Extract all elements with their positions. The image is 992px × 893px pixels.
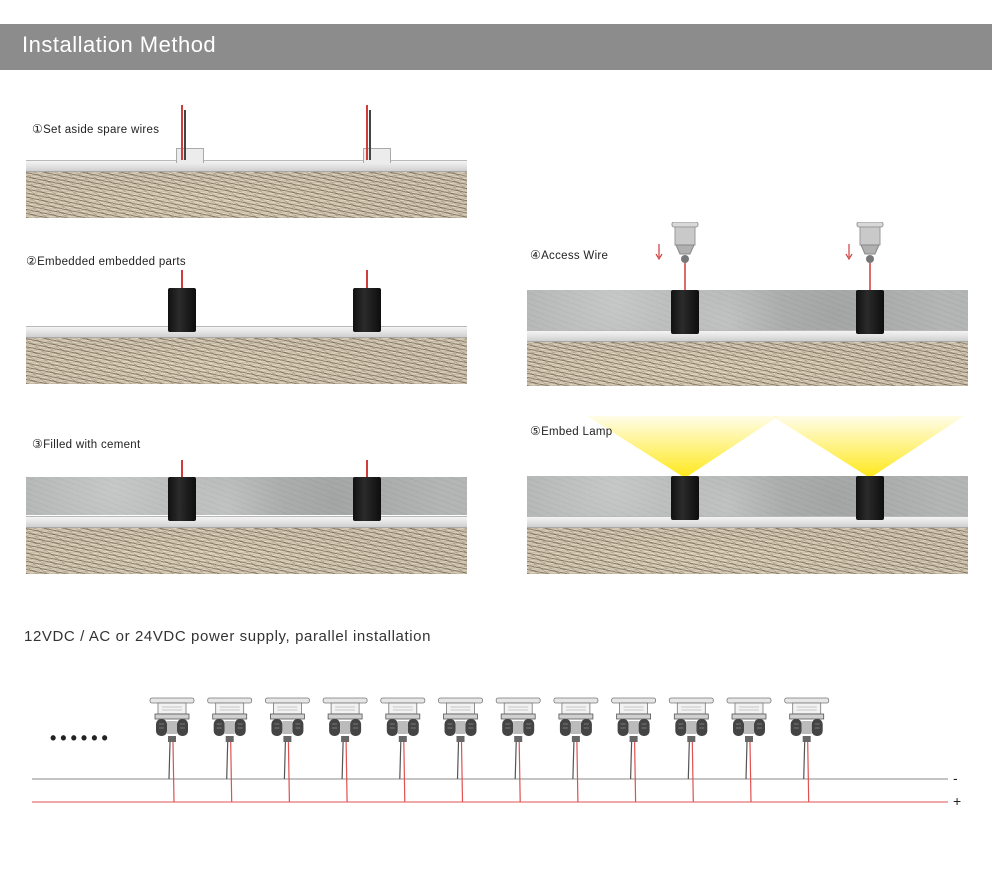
- wired-lamp-icon: [495, 697, 541, 803]
- wiring-subtitle: 12VDC / AC or 24VDC power supply, parall…: [24, 628, 432, 645]
- lamp-2-icon: [856, 222, 884, 290]
- step-2-label: ②Embedded embedded parts: [26, 254, 186, 268]
- step-4-illustration: [527, 218, 968, 386]
- section-header: Installation Method: [0, 24, 992, 70]
- wired-lamp-icon: [553, 697, 599, 803]
- wired-lamp-icon: [438, 697, 483, 803]
- step-1-label: ①Set aside spare wires: [32, 122, 160, 136]
- wired-lamp-icon: [784, 697, 830, 803]
- down-arrow-icon: [655, 244, 663, 260]
- wired-lamp-icon: [322, 697, 368, 803]
- wired-lamp-icon: [726, 697, 772, 803]
- wired-lamp-icon: [611, 697, 656, 803]
- lamp-1-icon: [671, 222, 699, 290]
- positive-label: +: [953, 793, 962, 809]
- wired-lamp-icon: [149, 697, 195, 803]
- step-1-illustration: [26, 100, 467, 218]
- continuation-dots: ••••••: [50, 728, 112, 748]
- wired-lamp-icon: [264, 697, 310, 803]
- parallel-wiring-diagram: [32, 697, 948, 803]
- step-3-label: ③Filled with cement: [32, 437, 141, 451]
- step-5-label: ⑤Embed Lamp: [530, 424, 613, 438]
- wired-lamp-icon: [207, 697, 253, 803]
- light-beam-1: [587, 416, 964, 478]
- wired-lamp-icon: [668, 697, 714, 803]
- step-5-illustration: [527, 412, 968, 574]
- step-2-illustration: [26, 270, 467, 384]
- section-title: Installation Method: [22, 32, 217, 57]
- step-4-label: ④Access Wire: [530, 248, 609, 262]
- step-3-illustration: [26, 460, 467, 574]
- down-arrow-icon: [845, 244, 853, 260]
- wired-lamp-icon: [380, 697, 426, 803]
- negative-label: -: [953, 770, 958, 786]
